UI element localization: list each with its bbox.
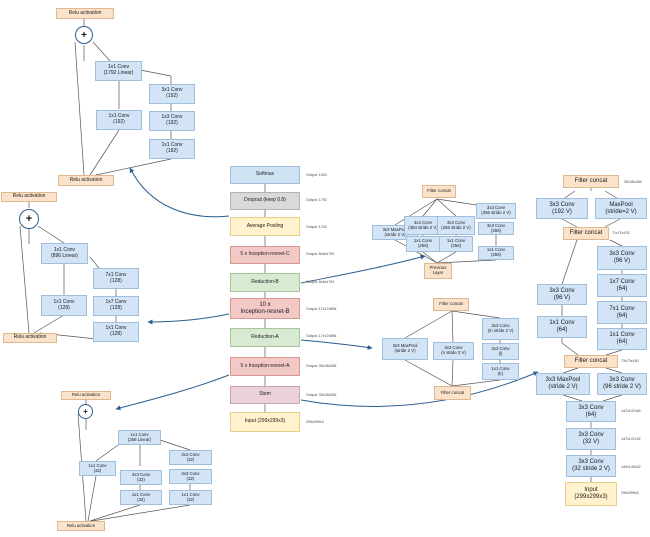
output-size-label: Output: 1000 [306, 173, 327, 177]
reduction-a-conv-m: 3x3 Conv (m stride 2 V) [482, 318, 519, 340]
stem-conv-32-valid: 3x3 Conv (32 V) [566, 428, 616, 450]
reduction-b-1x1-conv-branch3: 1x1 Conv (256) [439, 236, 473, 252]
reduction-a-layer: Reduction-A [230, 328, 300, 347]
block-a-1x1-conv-branch1: 1x1 Conv (32) [79, 461, 116, 476]
reduction-a-filter-concat: Filter concat [433, 298, 469, 311]
block-c-1x1-conv-branch2: 1x1 Conv (192) [149, 139, 195, 159]
block-c-1x1-conv-branch1: 1x1 Conv (192) [96, 110, 142, 130]
reduction-a-input-concat: Filter concat [434, 386, 471, 400]
block-c-add-icon: + [75, 26, 93, 44]
stem-input: Input (299x299x3) [565, 482, 617, 506]
stem-filter-concat-1: Filter concat [564, 355, 618, 368]
stem-size-label: 73x73x160 [621, 359, 639, 363]
dropout-layer: Dropout (keep 0.8) [230, 192, 300, 210]
block-c-relu-bottom: Relu activation [58, 175, 114, 186]
block-b-1x1-conv-branch2: 1x1 Conv (128) [93, 322, 139, 342]
block-b-1x7-conv: 1x7 Conv (128) [93, 296, 139, 316]
block-b-linear-conv: 1x1 Conv (896 Linear) [41, 243, 88, 264]
block-c-1x3-conv: 1x3 Conv (192) [149, 111, 195, 131]
output-size-label: Output: 35x35x256 [306, 364, 337, 368]
block-c-linear-conv: 1x1 Conv (1792 Linear) [95, 61, 142, 81]
output-size-label: 299x299x3 [306, 420, 324, 424]
average-pooling-layer: Average Pooling [230, 217, 300, 236]
block-a-1x1-conv-branch3: 1x1 Conv (32) [169, 490, 212, 505]
reduction-b-1x1-conv-branch2: 1x1 Conv (256) [406, 236, 440, 252]
output-size-label: Output: 17x17x896 [306, 307, 337, 311]
stem-conv-192: 3x3 Conv (192 V) [536, 198, 588, 219]
block-c-relu-top: Relu activation [56, 8, 114, 19]
output-size-label: Output: 8x8x1792 [306, 280, 335, 284]
output-size-label: Output: 17x17x896 [306, 334, 337, 338]
reduction-b-conv-256-stride: 3x3 Conv (256 stride 2 V) [437, 216, 475, 235]
reduction-b-1x1-conv-branch4: 1x1 Conv (256) [478, 246, 514, 260]
block-b-relu-top: Relu activation [1, 192, 57, 202]
block-c-3x1-conv: 3x1 Conv (192) [149, 84, 195, 104]
stem-layer: Stem [230, 386, 300, 404]
softmax-layer: Softmax [230, 166, 300, 184]
reduction-b-conv-256-branch4a: 3x3 Conv (256 stride 2 V) [476, 203, 516, 219]
reduction-a-conv-n: 3x3 Conv (n stride 2 V) [433, 342, 474, 360]
stem-size-label: 35x35x384 [624, 180, 642, 184]
stem-conv-96-stride: 3x3 Conv (96 stride 2 V) [597, 373, 647, 395]
stem-1x1-conv-left: 1x1 Conv (64) [537, 316, 587, 338]
output-size-label: Output: 8x8x1792 [306, 252, 335, 256]
output-size-label: Output: 1792 [306, 198, 327, 202]
reduction-a-maxpool: 3x3 MaxPool (stride 2 V) [382, 338, 428, 360]
output-size-label: Output: 1792 [306, 225, 327, 229]
stem-size-label: 71x71x192 [612, 231, 630, 235]
block-a-1x1-conv-branch2: 1x1 Conv (32) [120, 490, 162, 505]
block-a-3x3-conv-branch2: 3x3 Conv (32) [120, 470, 162, 485]
stem-conv-96-left: 3x3 Conv (96 V) [537, 284, 587, 305]
block-a-3x3-conv-branch3c: 3x3 Conv (32) [169, 450, 212, 465]
stem-maxpool-2: MaxPool (stride=2 V) [595, 198, 647, 219]
block-a-add-icon: + [78, 404, 93, 419]
block-b-1x1-conv-branch1: 1x1 Conv (128) [41, 295, 87, 316]
block-b-relu-bottom: Relu activation [3, 333, 57, 343]
block-a-3x3-conv-branch3b: 3x3 Conv (32) [169, 469, 212, 484]
block-b-7x1-conv: 7x1 Conv (128) [93, 268, 139, 289]
inception-resnet-a-stack: 5 x Inception-resnet-A [230, 357, 300, 376]
stem-size-label: 149x149x32 [621, 465, 641, 469]
stem-maxpool-1: 3x3 MaxPool (stride 2 V) [536, 373, 590, 395]
stem-filter-concat-3: Filter concat [563, 175, 619, 188]
stem-7x1-conv: 7x1 Conv (64) [597, 301, 647, 324]
stem-conv-96-right: 3x3 Conv (96 V) [597, 246, 647, 270]
stem-1x7-conv: 1x7 Conv (64) [597, 274, 647, 297]
reduction-b-filter-concat: Filter concat [422, 185, 456, 198]
input-layer: Input (299x299x3) [230, 412, 300, 432]
block-a-linear-conv: 1x1 Conv (256 Linear) [118, 430, 161, 445]
reduction-b-previous-layer: Previous Layer [424, 263, 452, 279]
inception-resnet-c-stack: 5 x Inception-resnet-C [230, 246, 300, 264]
stem-filter-concat-2: Filter concat [563, 227, 609, 240]
inception-resnet-b-stack: 10 x Inception-resnet-B [230, 298, 300, 319]
stem-size-label: 299x299x3 [621, 491, 639, 495]
reduction-b-layer: Reduction-B [230, 273, 300, 292]
reduction-a-conv-k: 1x1 Conv (k) [482, 363, 519, 380]
reduction-a-conv-l: 3x3 Conv (l) [482, 343, 519, 360]
stem-conv-64: 3x3 Conv (64) [566, 401, 616, 422]
stem-size-label: 147x147x64 [621, 409, 641, 413]
block-a-relu-top: Relu activation [61, 391, 111, 400]
output-size-label: Output: 35x35x256 [306, 393, 337, 397]
stem-1x1-conv-right: 1x1 Conv (64) [597, 328, 647, 350]
block-a-relu-bottom: Relu activation [57, 521, 105, 531]
stem-size-label: 147x147x32 [621, 437, 641, 441]
stem-conv-32-stride: 3x3 Conv (32 stride 2 V) [566, 455, 616, 477]
block-b-add-icon: + [19, 209, 39, 229]
reduction-b-conv-256-branch4b: 3x3 Conv (256) [478, 222, 514, 235]
